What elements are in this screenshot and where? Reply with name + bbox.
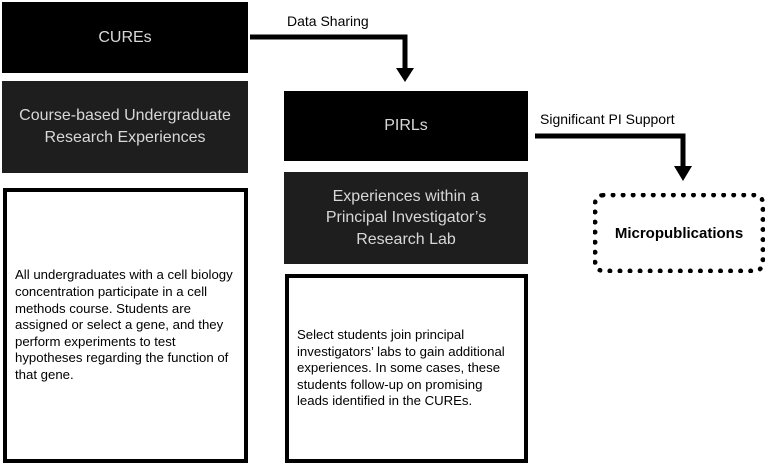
pi-support-arrow xyxy=(535,133,686,168)
data-sharing-arrowhead xyxy=(396,68,414,82)
cures-title: CUREs xyxy=(98,28,152,46)
pirls-description: Select students join principal investiga… xyxy=(297,326,505,409)
pirls-title-box: PIRLs xyxy=(284,91,528,161)
cures-description-box: All undergraduates with a cell biology c… xyxy=(3,188,248,463)
data-sharing-label: Data Sharing xyxy=(287,13,369,29)
micropublications-label: Micropublications xyxy=(614,224,744,242)
pi-support-label: Significant PI Support xyxy=(540,111,675,127)
micropublications-box: Micropublications xyxy=(593,193,765,273)
pirls-subtitle-box: Experiences within a Principal Investiga… xyxy=(284,172,528,264)
pirls-title: PIRLs xyxy=(384,117,428,135)
cures-title-box: CUREs xyxy=(2,2,248,73)
cures-subtitle: Course-based Undergraduate Research Expe… xyxy=(19,107,231,146)
cures-description: All undergraduates with a cell biology c… xyxy=(15,267,233,383)
pirls-subtitle: Experiences within a Principal Investiga… xyxy=(325,187,487,248)
pi-support-arrowhead xyxy=(674,166,692,181)
cures-subtitle-box: Course-based Undergraduate Research Expe… xyxy=(2,81,248,173)
pirls-description-box: Select students join principal investiga… xyxy=(285,274,528,463)
data-sharing-arrow xyxy=(250,34,408,70)
